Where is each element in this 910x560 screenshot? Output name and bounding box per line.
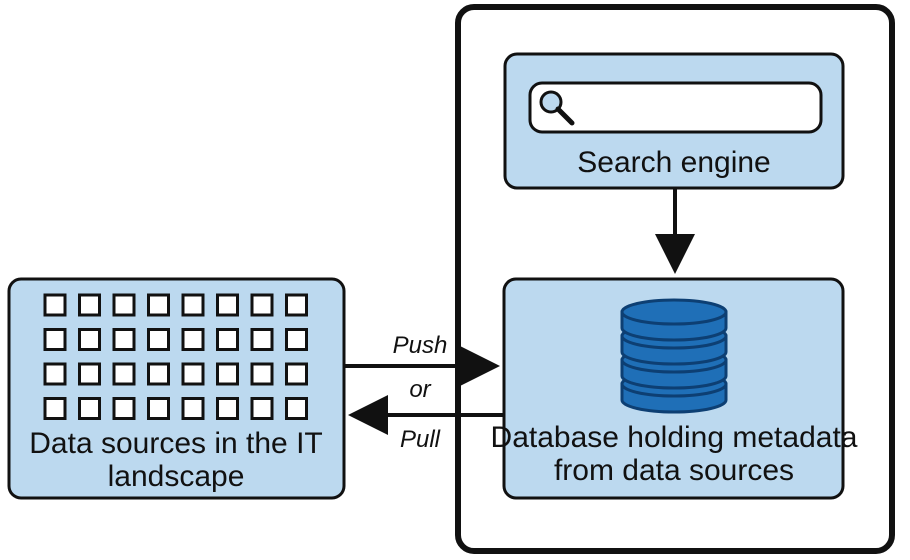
database-label-line2: from data sources <box>554 454 794 487</box>
data-sources-box: Data sources in the IT landscape <box>7 277 346 500</box>
data-source-square <box>285 328 308 351</box>
data-source-square <box>43 362 67 386</box>
search-engine-label: Search engine <box>577 146 770 179</box>
data-source-square <box>181 293 205 317</box>
data-source-square <box>147 328 170 351</box>
database-cylinder-icon <box>620 298 728 414</box>
data-source-square <box>147 293 170 317</box>
data-source-square <box>285 397 308 420</box>
push-label: Push <box>393 332 448 359</box>
data-source-square <box>147 397 170 420</box>
or-label: or <box>409 376 431 403</box>
data-source-square <box>147 362 170 386</box>
data-source-square <box>216 293 239 317</box>
data-source-square <box>43 328 67 351</box>
data-source-square <box>250 328 274 351</box>
data-source-square <box>43 293 67 317</box>
data-source-grid <box>43 293 308 420</box>
search-engine-box: Search engine <box>503 52 845 190</box>
search-input <box>528 81 823 134</box>
data-source-square <box>216 362 239 386</box>
database-box: Database holding metadata from data sour… <box>491 277 858 500</box>
data-source-square <box>181 328 205 351</box>
pull-label: Pull <box>400 426 441 453</box>
data-source-square <box>112 362 136 386</box>
data-source-square <box>112 397 136 420</box>
magnifying-glass-icon <box>539 90 575 126</box>
data-source-square <box>112 328 136 351</box>
data-source-square <box>250 362 274 386</box>
data-sources-label-line2: landscape <box>108 460 245 493</box>
data-source-square <box>78 328 101 351</box>
database-label-line1: Database holding metadata <box>491 421 858 454</box>
data-source-square <box>78 397 101 420</box>
data-source-square <box>78 362 101 386</box>
data-source-square <box>216 328 239 351</box>
data-source-square <box>181 362 205 386</box>
data-source-square <box>250 397 274 420</box>
data-source-square <box>250 293 274 317</box>
data-source-square <box>43 397 67 420</box>
data-sources-label-line1: Data sources in the IT <box>29 427 322 460</box>
data-source-square <box>181 397 205 420</box>
data-source-square <box>78 293 101 317</box>
data-source-square <box>112 293 136 317</box>
data-source-square <box>216 397 239 420</box>
data-source-square <box>285 362 308 386</box>
data-source-square <box>285 293 308 317</box>
